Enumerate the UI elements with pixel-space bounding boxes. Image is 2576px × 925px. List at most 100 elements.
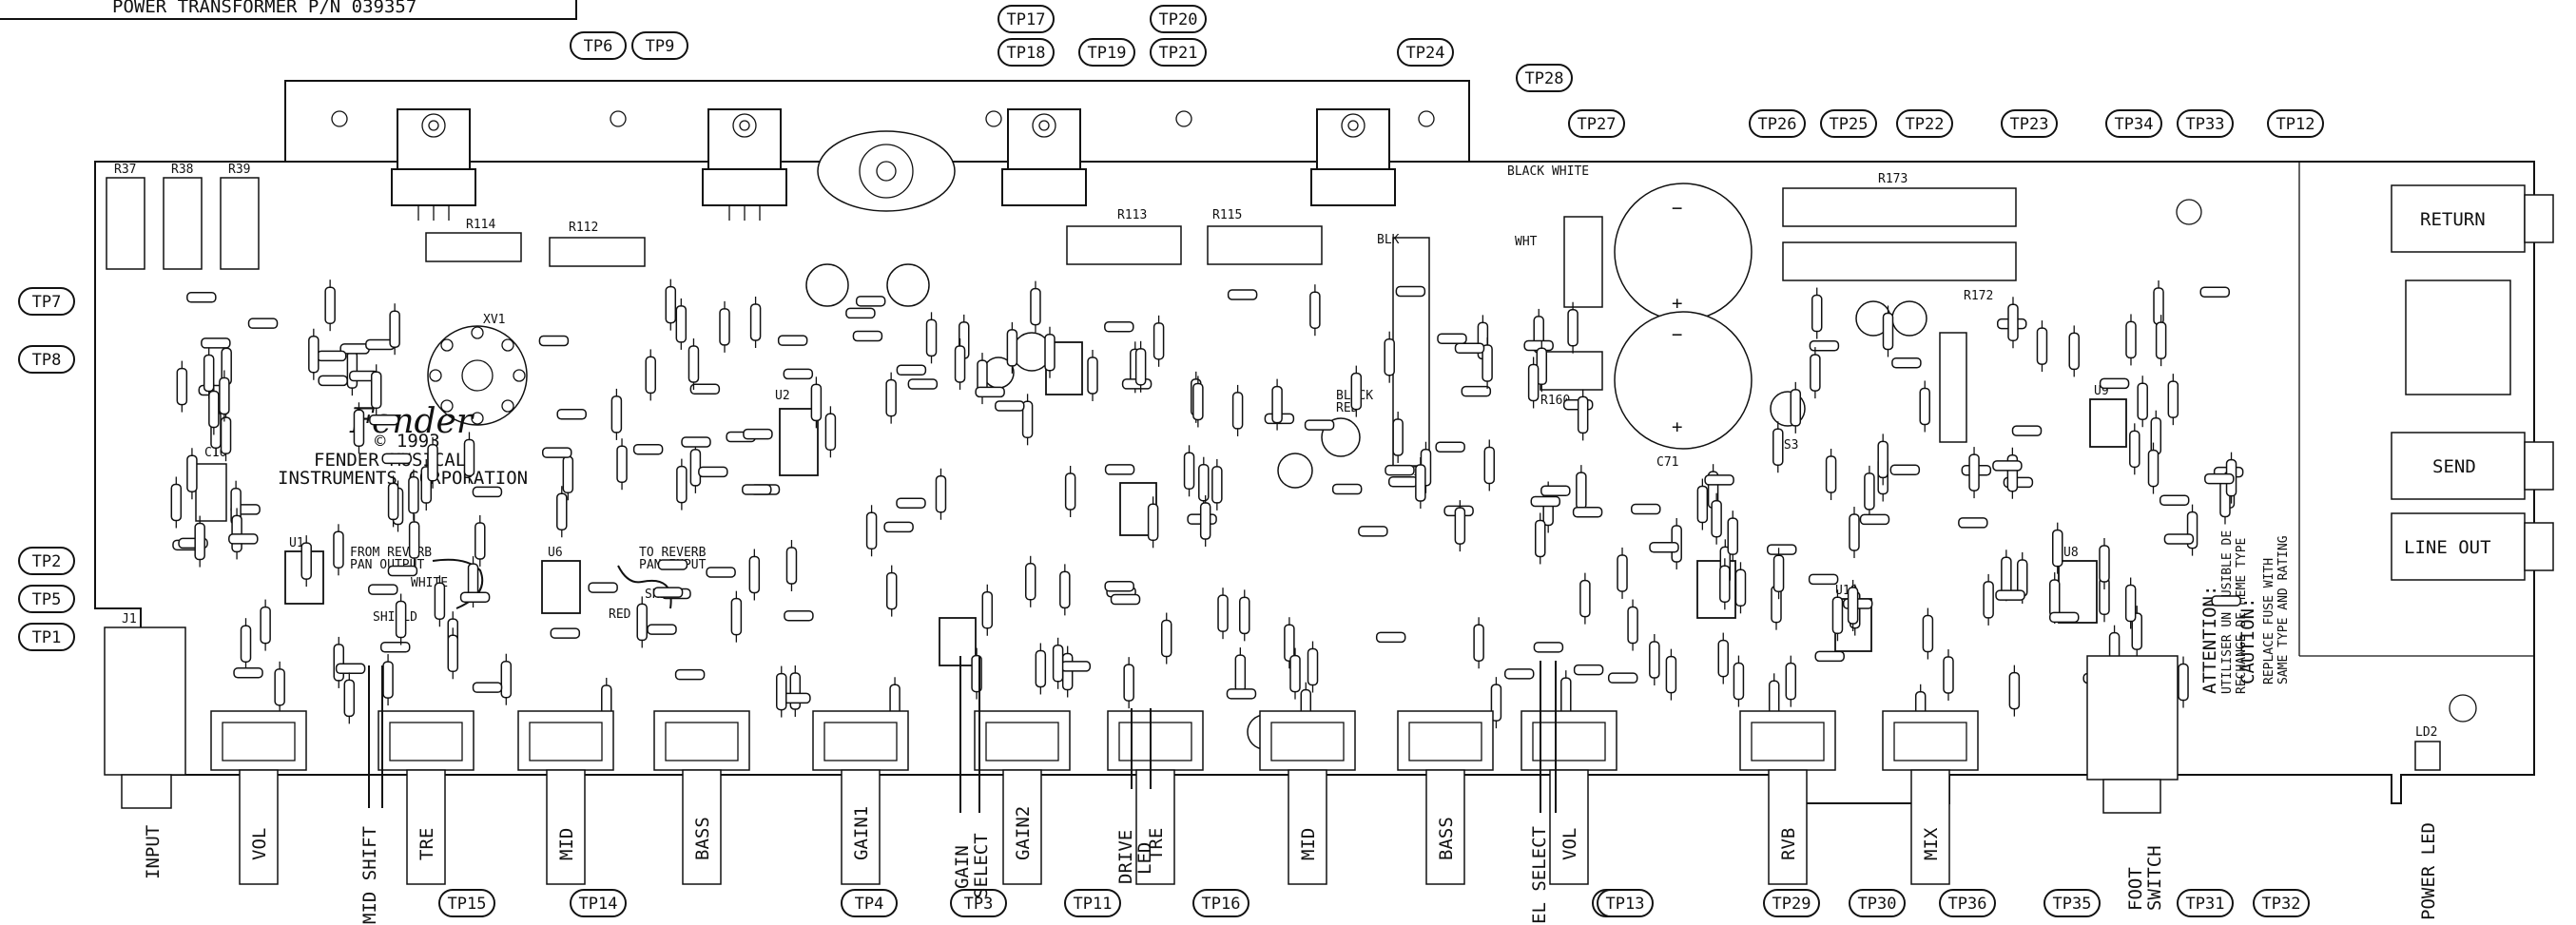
pot-tre: TRE <box>1107 710 1204 885</box>
svg-text:SHIELD: SHIELD <box>373 610 417 625</box>
jack-labels: INPUT FOOT SWITCH POWER LED MID SHIFT DR… <box>143 656 2439 924</box>
test-point-tp29: TP29 <box>1763 889 1820 917</box>
test-point-label: TP35 <box>2053 895 2092 914</box>
test-point-tp24: TP24 <box>1397 38 1454 67</box>
test-point-tp20: TP20 <box>1150 5 1207 33</box>
test-point-tp30: TP30 <box>1849 889 1906 917</box>
pot-label: GAIN1 <box>851 806 872 860</box>
test-point-tp33: TP33 <box>2177 109 2234 138</box>
test-point-label: TP19 <box>1088 44 1127 63</box>
pot-label: BASS <box>1436 817 1457 860</box>
test-point-tp25: TP25 <box>1820 109 1877 138</box>
svg-text:R38: R38 <box>171 163 193 177</box>
test-point-tp21: TP21 <box>1150 38 1207 67</box>
test-point-label: TP28 <box>1525 69 1564 88</box>
test-point-label: TP1 <box>32 628 62 647</box>
send-jack-label: SEND <box>2432 456 2476 477</box>
test-point-tp35: TP35 <box>2043 889 2101 917</box>
tube-socket: XV1 <box>427 313 528 426</box>
test-point-tp15: TP15 <box>438 889 495 917</box>
test-point-label: TP36 <box>1948 895 1987 914</box>
foot-switch-jack <box>2086 655 2179 814</box>
copyright-text: © 1993 <box>375 431 440 452</box>
svg-text:ATTENTION:: ATTENTION: <box>2199 586 2220 694</box>
test-point-label: TP21 <box>1159 44 1198 63</box>
test-point-label: TP25 <box>1830 115 1869 134</box>
pot-bass: BASS <box>653 710 750 885</box>
svg-text:−: − <box>1672 324 1682 345</box>
mid-shift-label: MID SHIFT <box>359 826 380 924</box>
pot-label: MID <box>556 828 577 860</box>
rear-jacks: RETURN SEND LINE OUT <box>2176 184 2554 723</box>
test-point-tp11: TP11 <box>1064 889 1121 917</box>
test-point-label: TP31 <box>2186 895 2225 914</box>
svg-text:U8: U8 <box>2063 546 2079 560</box>
company-line2: INSTRUMENTS CORPORATION <box>278 468 528 489</box>
test-point-tp19: TP19 <box>1078 38 1135 67</box>
pot-label: MIX <box>1921 827 1942 860</box>
test-point-tp31: TP31 <box>2177 889 2234 917</box>
test-point-label: TP27 <box>1578 115 1617 134</box>
test-point-label: TP30 <box>1858 895 1897 914</box>
test-point-tp9: TP9 <box>631 31 688 60</box>
test-point-label: TP32 <box>2262 895 2301 914</box>
pot-label: VOL <box>1559 828 1580 860</box>
test-point-tp5: TP5 <box>18 585 75 613</box>
power-transformer-header: POWER TRANSFORMER P/N 039357 <box>0 0 577 20</box>
test-point-tp32: TP32 <box>2253 889 2310 917</box>
test-point-label: TP9 <box>646 37 675 56</box>
test-point-label: TP7 <box>32 293 62 312</box>
power-led-label: POWER LED <box>2418 822 2439 920</box>
test-point-label: TP26 <box>1758 115 1797 134</box>
pot-label: BASS <box>692 817 713 860</box>
line-out-jack-label: LINE OUT <box>2404 537 2491 558</box>
test-point-label: TP14 <box>579 895 618 914</box>
pot-bass: BASS <box>1397 710 1494 885</box>
test-point-label: TP15 <box>448 895 487 914</box>
pot-rvb: RVB <box>1739 710 1836 885</box>
svg-text:R39: R39 <box>228 163 250 177</box>
svg-text:R37: R37 <box>114 163 136 177</box>
pot-label: MID <box>1298 828 1319 860</box>
pot-mid: MID <box>1259 710 1356 885</box>
test-point-label: TP34 <box>2115 115 2154 134</box>
test-point-label: TP12 <box>2276 115 2315 134</box>
svg-text:WHT: WHT <box>1515 235 1538 249</box>
test-point-tp14: TP14 <box>570 889 627 917</box>
drive-led-label-1: DRIVE <box>1115 830 1136 884</box>
test-point-label: TP4 <box>855 895 884 914</box>
test-point-tp2: TP2 <box>18 547 75 575</box>
power-led: LD2 <box>2414 725 2441 771</box>
pot-gain1: GAIN1 <box>812 710 909 885</box>
pot-label: TRE <box>1146 828 1167 860</box>
svg-text:R173: R173 <box>1878 172 1908 186</box>
test-point-label: TP5 <box>32 590 62 609</box>
power-transistors <box>391 108 1396 221</box>
svg-text:RECHANGE DE MEME TYPE: RECHANGE DE MEME TYPE <box>2235 538 2249 694</box>
test-point-label: TP8 <box>32 351 62 370</box>
svg-text:R114: R114 <box>466 218 495 232</box>
test-point-label: TP17 <box>1007 10 1046 29</box>
test-point-tp17: TP17 <box>997 5 1055 33</box>
test-point-label: TP23 <box>2010 115 2049 134</box>
svg-text:XV1: XV1 <box>483 313 505 327</box>
test-point-label: TP29 <box>1772 895 1811 914</box>
test-point-tp4: TP4 <box>841 889 898 917</box>
test-point-tp22: TP22 <box>1896 109 1953 138</box>
test-point-tp27: TP27 <box>1568 109 1625 138</box>
pot-mid: MID <box>517 710 614 885</box>
svg-text:TO REVERB: TO REVERB <box>639 546 707 560</box>
test-point-label: TP2 <box>32 552 62 571</box>
svg-text:SAME TYPE AND RATING: SAME TYPE AND RATING <box>2276 535 2291 684</box>
svg-text:UTILISER UN FUSIBLE DE: UTILISER UN FUSIBLE DE <box>2220 530 2235 694</box>
foot-switch-label-1: FOOT <box>2125 867 2146 911</box>
svg-text:J1: J1 <box>122 612 137 626</box>
svg-text:CAUTION:: CAUTION: <box>2237 597 2258 684</box>
svg-text:U2: U2 <box>775 389 790 403</box>
svg-text:U6: U6 <box>548 546 563 560</box>
gain-select-label-2: SELECT <box>971 833 992 898</box>
test-point-tp36: TP36 <box>1939 889 1996 917</box>
pot-label: RVB <box>1778 828 1799 860</box>
test-point-label: TP22 <box>1906 115 1945 134</box>
